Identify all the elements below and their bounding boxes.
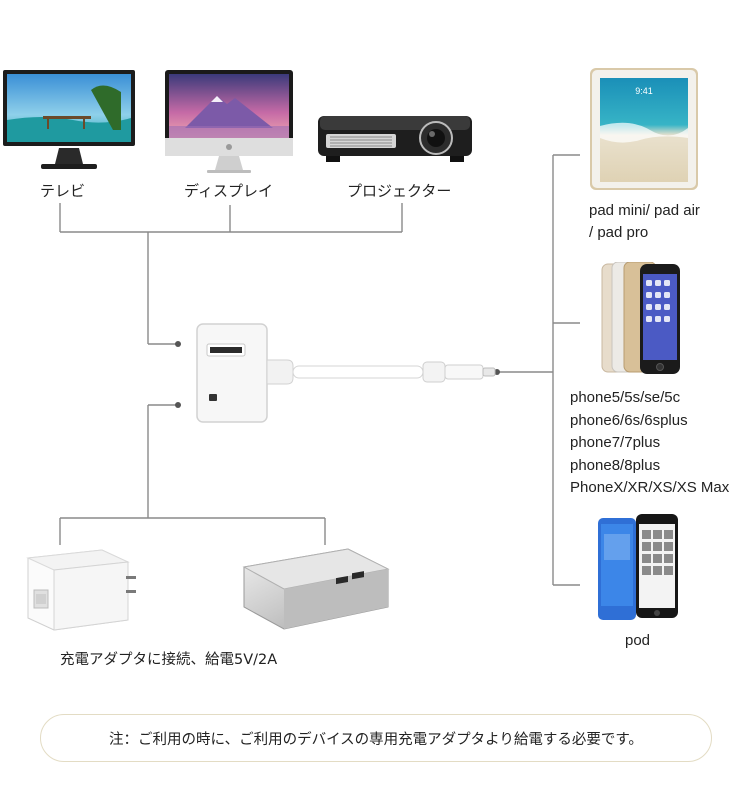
iphone-model: PhoneX/XR/XS/XS Max: [570, 479, 730, 496]
note-box: 注：ご利用の時に、ご利用のデバイスの専用充電アダプタより給電する必要です。: [40, 714, 712, 762]
power-bank-image: [242, 548, 390, 630]
tv-label: テレビ: [40, 182, 86, 200]
display-label: ディスプレイ: [184, 182, 273, 200]
ipad-image: 9:41: [590, 68, 698, 190]
iphone-model-list: phone5/5s/se/5c phone6/6s/6splus phone7/…: [570, 387, 729, 500]
projector-label: プロジェクター: [347, 182, 452, 200]
charger-image: [26, 549, 136, 631]
iphone-model: phone6/6s/6splus: [570, 411, 688, 429]
power-label: 充電アダプタに接続、給電5V/2A: [60, 652, 278, 668]
ipad-screen-time: 9:41: [635, 86, 653, 96]
ipod-label: pod: [625, 632, 651, 649]
ipad-label-line1: pad mini/ pad air: [589, 202, 700, 219]
tv-image: [3, 70, 135, 169]
ipod-image: [598, 514, 678, 620]
ipad-label-line2: / pad pro: [589, 224, 649, 241]
iphone-model: phone7/7plus: [570, 434, 661, 451]
projector-image: [318, 116, 472, 162]
iphones-image: [601, 262, 680, 374]
iphone-model: phone5/5s/se/5c: [570, 389, 681, 406]
hdmi-adapter-image: [196, 323, 496, 423]
display-image: [165, 70, 293, 173]
note-text: 注：ご利用の時に、ご利用のデバイスの専用充電アダプタより給電する必要です。: [109, 731, 643, 748]
iphone-model: phone8/8plus: [570, 456, 661, 474]
